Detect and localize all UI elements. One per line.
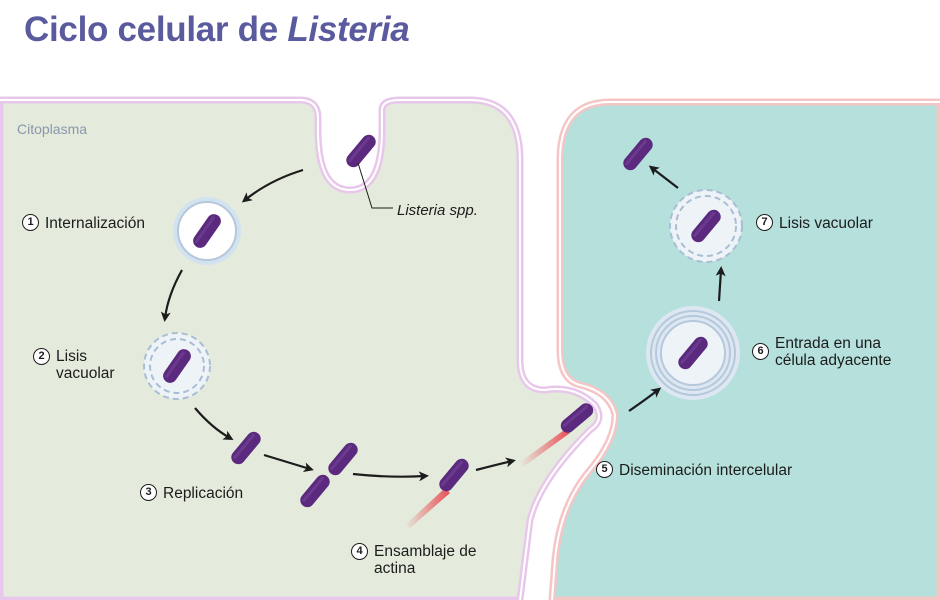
arrow-to-actin (352, 471, 429, 482)
step-3-label: 3 Replicación (140, 484, 244, 502)
vacuole-lysis (143, 332, 211, 400)
step-2-text-line1: Lisis (56, 348, 88, 365)
step-2-number-badge: 2 (33, 348, 50, 365)
step-2-text-line2: vacuolar (56, 365, 115, 382)
organism-label-leader-line (357, 162, 393, 209)
step-3-number-badge: 3 (140, 484, 157, 502)
organism-label: Listeria spp. (397, 202, 478, 219)
step-1-number-badge: 1 (22, 214, 39, 232)
step-1-text: Internalización (45, 215, 145, 232)
arrow-to-protrusion (475, 457, 516, 472)
arrow-to-internalization (241, 168, 304, 203)
title-prefix: Ciclo celular de (24, 10, 288, 49)
vacuole-internalization (173, 197, 241, 265)
step-4-number-badge: 4 (351, 543, 368, 560)
arrow-to-replication (194, 407, 234, 440)
listeria-in-protrusion (520, 400, 597, 467)
page-title: Ciclo celular de Listeria (24, 10, 410, 50)
step-6-number-badge: 6 (752, 342, 769, 360)
step-6-text-line2: célula adyacente (775, 352, 892, 369)
double-membrane-vacuole (646, 306, 740, 400)
step-1-label: 1 Internalización (22, 214, 145, 232)
arrow-to-lysis (160, 269, 183, 322)
step-5-number-badge: 5 (596, 461, 613, 479)
step-4-text-line2: actina (374, 560, 416, 577)
step-7-text: Lisis vacuolar (779, 215, 873, 232)
vacuole-lysis-adjacent (669, 189, 743, 263)
lifecycle-arrows (160, 165, 726, 482)
right-adjacent-cell (548, 98, 940, 600)
step-4-text-line1: Ensamblaje de (374, 543, 477, 560)
cytoplasm-label: Citoplasma (17, 121, 88, 137)
arrow-to-release (648, 165, 679, 189)
arrow-to-entry (628, 387, 662, 412)
step-7-label: 7 Lisis vacuolar (756, 214, 873, 232)
listeria-with-actin-tail (405, 455, 472, 528)
arrow-to-adjacent-lysis (715, 266, 726, 302)
step-5-label: 5 Diseminación intercelular (596, 461, 793, 479)
listeria-bacterium-entering (343, 131, 379, 171)
arrow-to-division (263, 453, 314, 473)
step-3-text: Replicación (163, 485, 244, 502)
step-6-text-line1: Entrada en una (775, 335, 882, 352)
step-5-text: Diseminación intercelular (619, 462, 793, 479)
title-italic-genus: Listeria (287, 10, 410, 49)
step-7-number-badge: 7 (756, 214, 773, 232)
